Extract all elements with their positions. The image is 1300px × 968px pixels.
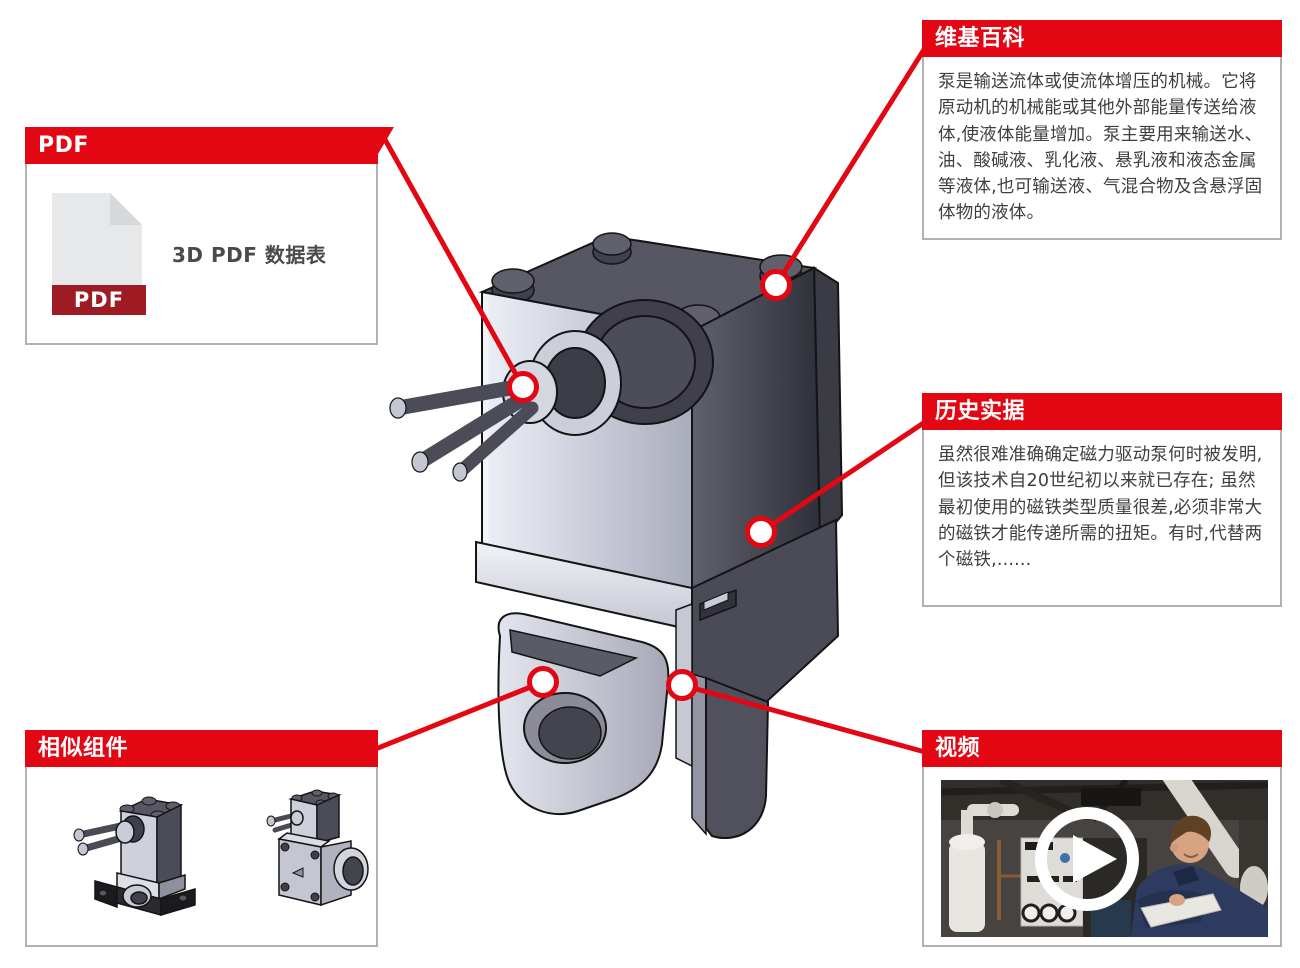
technician-figure	[1131, 815, 1268, 937]
pdf-badge: PDF	[52, 284, 146, 315]
hotspot-port[interactable]	[527, 666, 559, 698]
callout-wikipedia: 维基百科 泵是输送流体或使流体增压的机械。它将原动机的机械能或其他外部能量传送给…	[922, 20, 1282, 240]
video-thumbnail[interactable]	[940, 762, 1269, 937]
play-icon[interactable]	[1035, 807, 1139, 911]
history-text: 虽然很难准确确定磁力驱动泵何时被发明,但该技术自20世纪初以来就已存在; 虽然最…	[938, 445, 1263, 570]
leader-line-pdf	[380, 134, 526, 389]
hotspot-connector[interactable]	[507, 371, 539, 403]
similar-component-1-image[interactable]	[65, 783, 225, 933]
pdf-file-icon: PDF	[52, 192, 146, 315]
callout-video-title: 视频	[922, 730, 1282, 767]
similar-component-2-image[interactable]	[263, 783, 373, 933]
hotspot-body[interactable]	[745, 516, 777, 548]
leader-line-history	[759, 419, 927, 535]
valve-port-block	[497, 612, 670, 815]
callout-pdf-title: PDF	[25, 127, 378, 164]
hotspot-top[interactable]	[760, 269, 792, 301]
leader-line-video	[681, 682, 926, 755]
callout-similar-components: 相似组件	[25, 730, 378, 947]
callout-pdf: PDF PDF 3D PDF 数据表	[25, 127, 378, 345]
similar-components-row	[27, 767, 376, 945]
leader-lines	[367, 46, 928, 755]
leader-line-similar	[367, 679, 544, 755]
callout-wikipedia-title: 维基百科	[922, 20, 1282, 57]
pdf-header-notch	[378, 127, 394, 154]
valve-body	[389, 232, 844, 839]
pdf-datasheet-link[interactable]: PDF 3D PDF 数据表	[27, 164, 376, 343]
callout-history: 历史实据 虽然很难准确确定磁力驱动泵何时被发明,但该技术自20世纪初以来就已存在…	[922, 393, 1282, 607]
pdf-datasheet-label: 3D PDF 数据表	[172, 243, 327, 267]
callout-video: 视频	[922, 730, 1282, 947]
callout-history-title: 历史实据	[922, 393, 1282, 430]
leader-line-wikipedia	[773, 46, 928, 287]
callout-similar-title: 相似组件	[25, 730, 378, 767]
valve-connector	[389, 299, 714, 482]
wikipedia-text: 泵是输送流体或使流体增压的机械。它将原动机的机械能或其他外部能量传送给液体,使液…	[938, 72, 1263, 224]
hotspot-outlet[interactable]	[666, 669, 698, 701]
